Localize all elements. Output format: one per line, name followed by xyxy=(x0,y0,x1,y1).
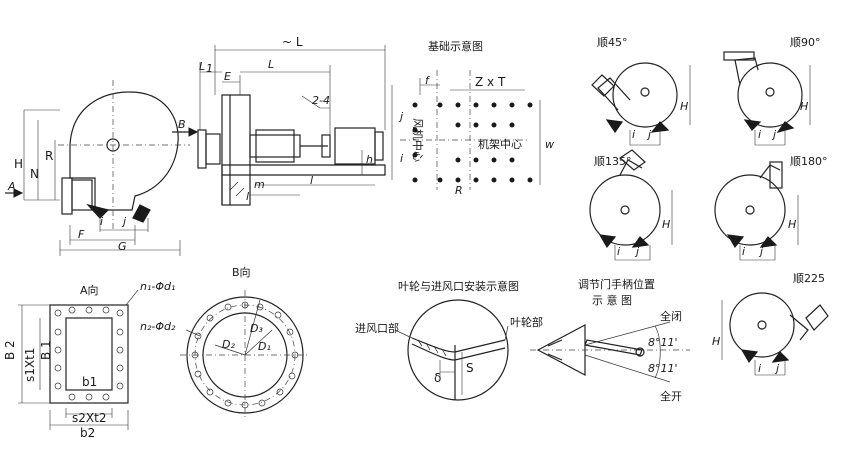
orient135-i: i xyxy=(617,245,620,258)
side-L1-sub: 1 xyxy=(206,62,213,75)
damper-closed-label: 全闭 xyxy=(660,309,682,323)
orient45-H: H xyxy=(680,100,688,113)
damper-subtitle: 示 意 图 xyxy=(592,293,632,307)
foundation-bolt-grid xyxy=(412,102,533,183)
damper-angle1-label: 8°11' xyxy=(648,336,678,349)
b-view: B向 n₂-Φd₂ D₁ D₂ D₃ xyxy=(140,265,310,420)
b-view-n2-label: n₂-Φd₂ xyxy=(140,320,176,333)
a-view-B1-label: B 1 xyxy=(39,340,53,360)
a-view-s2-label: s2Xt2 xyxy=(72,411,106,425)
foundation-j-label: j xyxy=(398,110,404,123)
side-B-label: B xyxy=(178,118,186,131)
a-view-B2-label: B 2 xyxy=(3,340,17,360)
orientation-135-label: 顺135° xyxy=(594,155,632,168)
a-view-b2-label: b2 xyxy=(80,426,95,440)
orient45-j: j xyxy=(646,128,652,141)
foundation-w-label: w xyxy=(545,138,554,151)
orient45-i: i xyxy=(632,128,635,141)
impeller-delta-label: δ xyxy=(434,371,441,385)
orient135-j: j xyxy=(634,245,640,258)
foundation-fan-center-label: 风机中心 xyxy=(411,118,425,162)
orient90-j: j xyxy=(771,128,777,141)
impeller-S-label: S xyxy=(466,361,474,375)
side-l-label: l xyxy=(310,174,313,187)
b-view-D3-label: D₃ xyxy=(250,322,263,335)
orientation-45: 顺45° H i j xyxy=(591,36,691,146)
front-H-label: H xyxy=(14,157,23,171)
b-view-title: B向 xyxy=(232,265,251,279)
orient180-H: H xyxy=(788,218,796,231)
orient225-i: i xyxy=(758,362,761,375)
front-N-label: N xyxy=(30,167,39,181)
foundation-title: 基础示意图 xyxy=(428,39,483,53)
orient90-i: i xyxy=(758,128,761,141)
front-j-label: j xyxy=(121,215,127,228)
foundation-R-label: R xyxy=(455,184,463,197)
damper-open-label: 全开 xyxy=(660,389,682,403)
a-view-title: A向 xyxy=(80,283,99,297)
foundation-ZxT-label: Z x T xyxy=(475,75,506,89)
orientation-90: 顺90° H i j xyxy=(723,36,821,146)
b-view-bolts xyxy=(191,301,299,409)
front-view: H N R A F G i j xyxy=(5,80,190,256)
orientation-90-label: 顺90° xyxy=(790,36,821,49)
orient180-i: i xyxy=(742,245,745,258)
foundation-frame-center-label: 机架中心 xyxy=(478,137,522,151)
a-view-b1-label: b1 xyxy=(82,375,97,389)
side-L-total: ~ L xyxy=(282,35,303,49)
damper-title: 调节门手柄位置 xyxy=(578,277,655,291)
side-L-label: L xyxy=(268,58,274,71)
orientation-180: 顺180° H i j xyxy=(714,155,828,261)
orient180-j: j xyxy=(758,245,764,258)
orient90-H: H xyxy=(800,100,808,113)
front-F-label: F xyxy=(78,228,85,241)
a-view-n1-label: n₁-Φd₁ xyxy=(140,280,175,293)
front-A-label: A xyxy=(7,180,16,193)
side-E-label: E xyxy=(224,70,231,83)
impeller-inlet-label: 进风口部 xyxy=(355,321,399,335)
front-G-label: G xyxy=(118,240,127,253)
side-2-4-label: 2-4 xyxy=(312,94,330,107)
side-m-label: m xyxy=(254,178,265,191)
b-view-D1-label: D₁ xyxy=(258,340,271,353)
side-h-label: h xyxy=(366,153,373,166)
foundation-f-label: f xyxy=(425,74,431,87)
orient135-H: H xyxy=(662,218,670,231)
impeller-title: 叶轮与进风口安装示意图 xyxy=(398,279,519,293)
a-view-bolts xyxy=(54,306,124,401)
orient225-H: H xyxy=(712,335,720,348)
orientation-135: 顺135° H i j xyxy=(589,149,673,261)
a-view-s1-label: s1Xt1 xyxy=(23,348,37,382)
orientation-180-label: 顺180° xyxy=(790,155,828,168)
orientation-45-label: 顺45° xyxy=(597,36,628,49)
a-view: A向 n₁-Φd₁ B 2 s1Xt1 B 1 b1 s2Xt2 b2 xyxy=(3,280,175,440)
orientation-225: 顺225 H i j xyxy=(712,272,829,376)
foundation-diagram: 基础示意图 f Z x T 风机中心 机架中心 j i R w xyxy=(391,39,554,197)
side-l-bottom-label: l xyxy=(246,190,249,203)
front-i-label: i xyxy=(100,215,103,228)
impeller-label: 叶轮部 xyxy=(510,315,543,329)
orient225-j: j xyxy=(774,362,780,375)
damper-diagram: 调节门手柄位置 示 意 图 全闭 全开 8°11' 8°11' xyxy=(530,277,690,403)
foundation-i-label: i xyxy=(400,152,403,165)
damper-angle2-label: 8°11' xyxy=(648,362,678,375)
b-view-D2-label: D₂ xyxy=(222,338,235,351)
side-L1-label: L xyxy=(199,60,205,73)
side-view: ~ L L 1 E L 2-4 B h m l l xyxy=(172,35,386,206)
impeller-diagram: 叶轮与进风口安装示意图 进风口部 叶轮部 δ S xyxy=(355,279,543,401)
orientation-225-label: 顺225 xyxy=(793,272,825,285)
front-R-label: R xyxy=(45,149,53,163)
